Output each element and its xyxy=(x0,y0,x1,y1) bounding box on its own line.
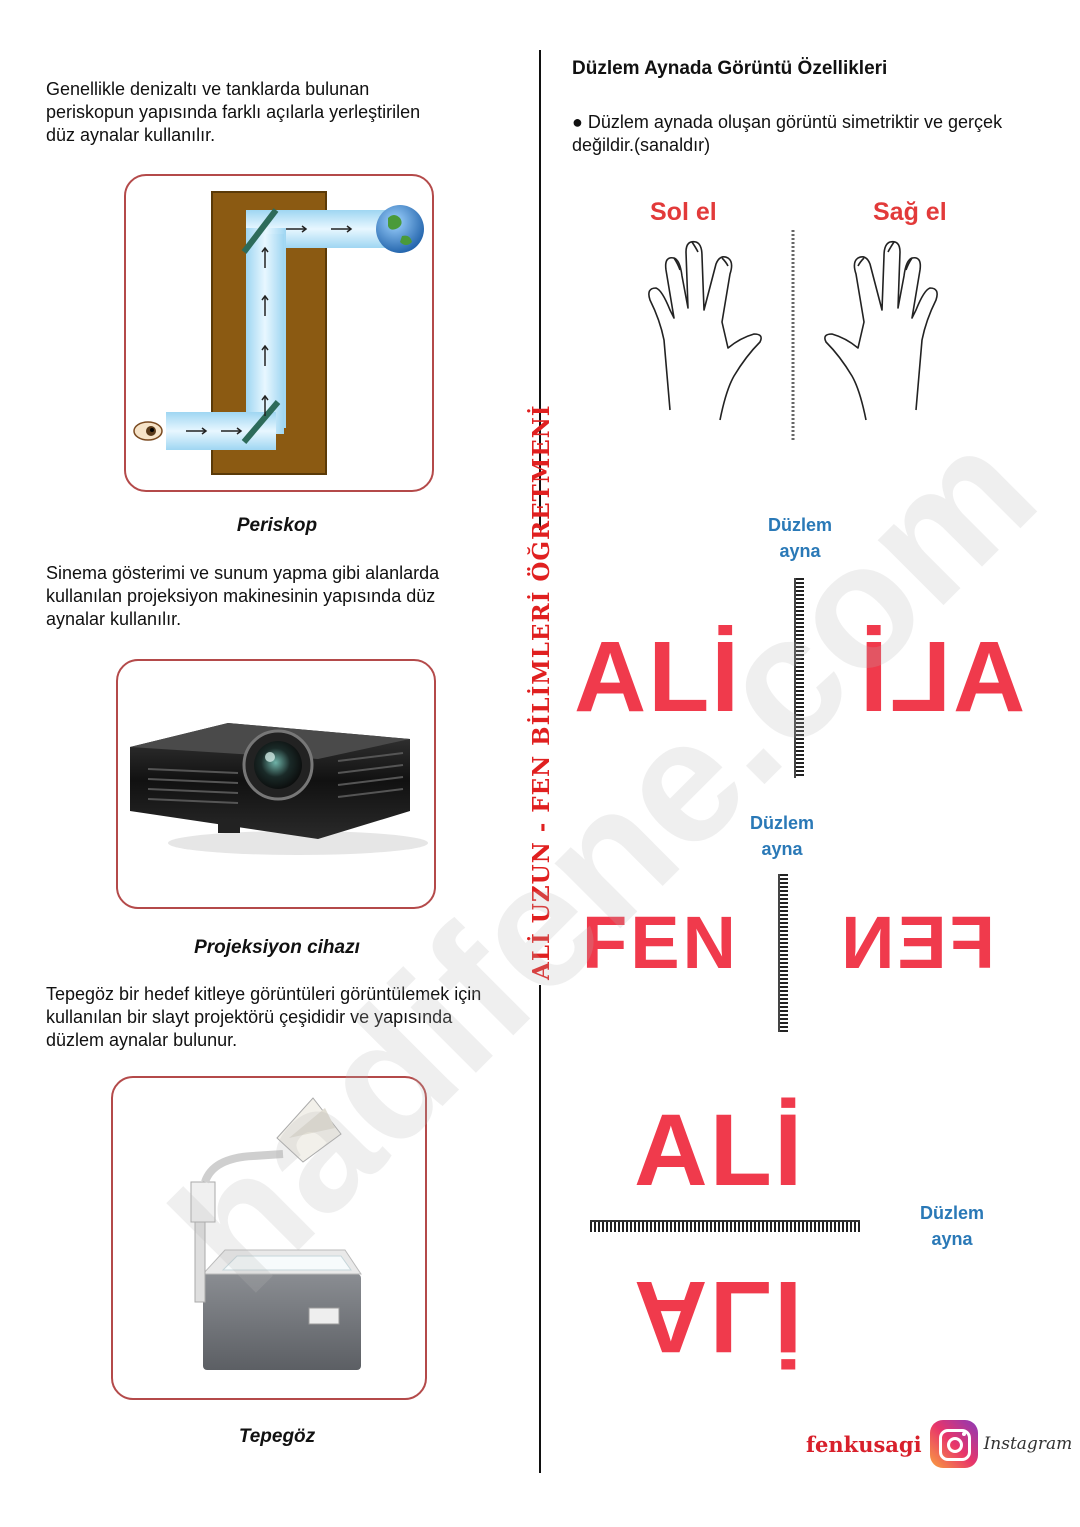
mirror-property-bullet: ● Düzlem aynada oluşan görüntü simetrikt… xyxy=(572,112,1003,155)
word-ali-flipped: ALİ xyxy=(634,1260,805,1374)
plane-mirror-1 xyxy=(794,578,804,778)
plane-mirror-3 xyxy=(590,1220,860,1232)
projector-caption: Projeksiyon cihazı xyxy=(194,937,360,958)
overhead-caption: Tepegöz xyxy=(238,1426,316,1447)
projector-image-frame xyxy=(116,659,436,909)
right-hand-label: Sağ el xyxy=(873,198,947,226)
mirror-label-2: Düzlem ayna xyxy=(732,810,832,862)
word-ali-top: ALİ xyxy=(634,1093,805,1207)
brand-name: fenkusagi xyxy=(806,1431,922,1457)
periscope-paragraph: Genellikle denizaltı ve tanklarda buluna… xyxy=(46,79,421,145)
mirror-label-3-line2: ayna xyxy=(931,1229,973,1249)
instagram-icon[interactable] xyxy=(929,1420,978,1468)
mirror-label-1: Düzlem ayna xyxy=(750,512,850,564)
section-title: Düzlem Aynada Görüntü Özellikleri xyxy=(572,58,888,79)
word-ali: ALİ xyxy=(574,621,742,733)
plane-mirror-2 xyxy=(778,874,788,1032)
mirror-label-3-line1: Düzlem xyxy=(919,1203,984,1223)
periscope-image-frame xyxy=(124,174,434,492)
mirror-label-1-line1: Düzlem xyxy=(767,515,832,535)
mirror-label-1-line2: ayna xyxy=(779,541,821,561)
page-divider-bottom xyxy=(539,985,541,1473)
mirror-label-2-line1: Düzlem xyxy=(749,813,814,833)
mirror-label-2-line2: ayna xyxy=(761,839,803,859)
author-signature: ALİ UZUN - FEN BİLİMLERİ ÖĞRETMENİ xyxy=(528,404,555,980)
projector-illustration xyxy=(130,723,428,855)
periscope-caption: Periskop xyxy=(236,515,318,536)
platform-name: Instagram xyxy=(983,1434,1073,1454)
hands-illustration xyxy=(648,230,938,440)
projector-paragraph: Sinema gösterimi ve sunum yapma gibi ala… xyxy=(46,563,440,629)
word-fen-mirrored: FEN xyxy=(838,901,995,984)
word-fen: FEN xyxy=(582,901,739,984)
signature-text: ALİ UZUN - FEN BİLİMLERİ ÖĞRETMENİ xyxy=(528,404,555,980)
overhead-image-frame xyxy=(111,1076,427,1400)
periscope-illustration xyxy=(133,191,424,475)
overhead-paragraph: Tepegöz bir hedef kitleye görüntüleri gö… xyxy=(46,984,482,1050)
mirror-label-3: Düzlem ayna xyxy=(902,1200,1002,1252)
left-hand-label: Sol el xyxy=(650,198,717,226)
overhead-projector-illustration xyxy=(190,1097,362,1370)
page-divider-top xyxy=(539,50,541,530)
footer-brand: fenkusagi Instagram xyxy=(806,1418,1072,1470)
word-ali-mirrored: ALİ xyxy=(858,621,1026,733)
